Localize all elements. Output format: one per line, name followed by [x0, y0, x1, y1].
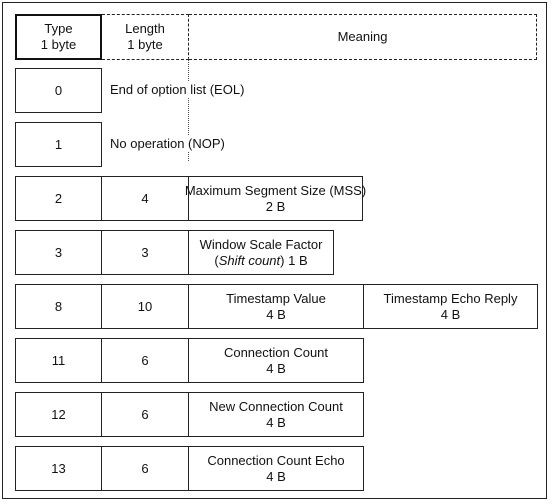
row-ccnew-length: 6: [141, 406, 149, 422]
row-cc-meaning: Connection Count: [223, 344, 329, 360]
row-ts-echo-size: 4 B: [440, 306, 461, 322]
row-ccecho-meaning: Connection Count Echo: [207, 452, 345, 468]
row-ts-echo-cell: Timestamp Echo Reply 4 B: [363, 284, 538, 329]
row-ccnew-size: 4 B: [266, 414, 286, 430]
header-type-size: 1 byte: [40, 37, 77, 52]
diagram-frame: [2, 2, 547, 499]
row-wscale-type-cell: 3: [15, 230, 102, 275]
row-wscale-length-cell: 3: [101, 230, 189, 275]
row-cc-length: 6: [141, 352, 149, 368]
row-ts-value-size: 4 B: [266, 306, 286, 322]
row-ccnew-meaning: New Connection Count: [209, 398, 343, 414]
row-wscale-meaning: Window Scale Factor: [199, 236, 323, 252]
row-mss-meaning: Maximum Segment Size (MSS): [184, 182, 367, 198]
row-nop-meaning: No operation (NOP): [109, 136, 226, 152]
row-ccecho-type-cell: 13: [15, 446, 102, 491]
header-type-cell: Type 1 byte: [15, 14, 102, 60]
row-ts-echo: Timestamp Echo Reply: [383, 290, 518, 306]
row-cc-type: 11: [51, 352, 66, 368]
row-ccnew-length-cell: 6: [101, 392, 189, 437]
row-ccnew-type: 12: [51, 406, 66, 422]
header-length-cell: Length 1 byte: [102, 14, 189, 60]
row-mss-type: 2: [54, 190, 63, 206]
row-ccecho-length: 6: [141, 460, 149, 476]
row-mss-meaning-cell: Maximum Segment Size (MSS) 2 B: [184, 176, 367, 221]
row-ccnew-meaning-cell: New Connection Count 4 B: [188, 392, 364, 437]
row-wscale-meaning-cell: Window Scale Factor (Shift count) 1 B: [188, 230, 334, 275]
row-ts-length-cell: 10: [101, 284, 189, 329]
row-wscale-length: 3: [141, 244, 149, 260]
row-eol-type-cell: 0: [15, 68, 102, 113]
header-meaning-label: Meaning: [337, 29, 388, 44]
row-wscale-type: 3: [54, 244, 63, 260]
row-cc-length-cell: 6: [101, 338, 189, 383]
row-cc-meaning-cell: Connection Count 4 B: [188, 338, 364, 383]
row-wscale-size: 1 B: [284, 252, 308, 268]
row-ccecho-type: 13: [51, 460, 66, 476]
row-ccecho-length-cell: 6: [101, 446, 189, 491]
header-length-label: Length: [125, 21, 165, 36]
row-ts-type-cell: 8: [15, 284, 102, 329]
dotted-separator: [188, 58, 189, 161]
row-ts-type: 8: [54, 298, 63, 314]
row-ccecho-size: 4 B: [266, 468, 286, 484]
row-nop-type: 1: [54, 136, 63, 152]
row-ts-value-cell: Timestamp Value 4 B: [188, 284, 364, 329]
row-nop-type-cell: 1: [15, 122, 102, 167]
row-eol-type: 0: [54, 82, 63, 98]
row-wscale-size-line: (Shift count) 1 B: [214, 252, 308, 268]
row-ccecho-meaning-cell: Connection Count Echo 4 B: [188, 446, 364, 491]
row-ccnew-type-cell: 12: [15, 392, 102, 437]
row-eol-meaning: End of option list (EOL): [109, 82, 246, 98]
header-length-size: 1 byte: [127, 37, 163, 52]
header-meaning-cell: Meaning: [189, 14, 537, 60]
row-cc-type-cell: 11: [15, 338, 102, 383]
row-wscale-shift-count: Shift count: [218, 252, 281, 268]
row-mss-length-cell: 4: [101, 176, 189, 221]
row-mss-length: 4: [141, 190, 149, 206]
header-type-label: Type: [44, 21, 73, 36]
row-cc-size: 4 B: [266, 360, 286, 376]
row-mss-type-cell: 2: [15, 176, 102, 221]
row-ts-value: Timestamp Value: [226, 290, 326, 306]
row-ts-length: 10: [137, 298, 153, 314]
row-mss-size: 2 B: [265, 198, 286, 214]
